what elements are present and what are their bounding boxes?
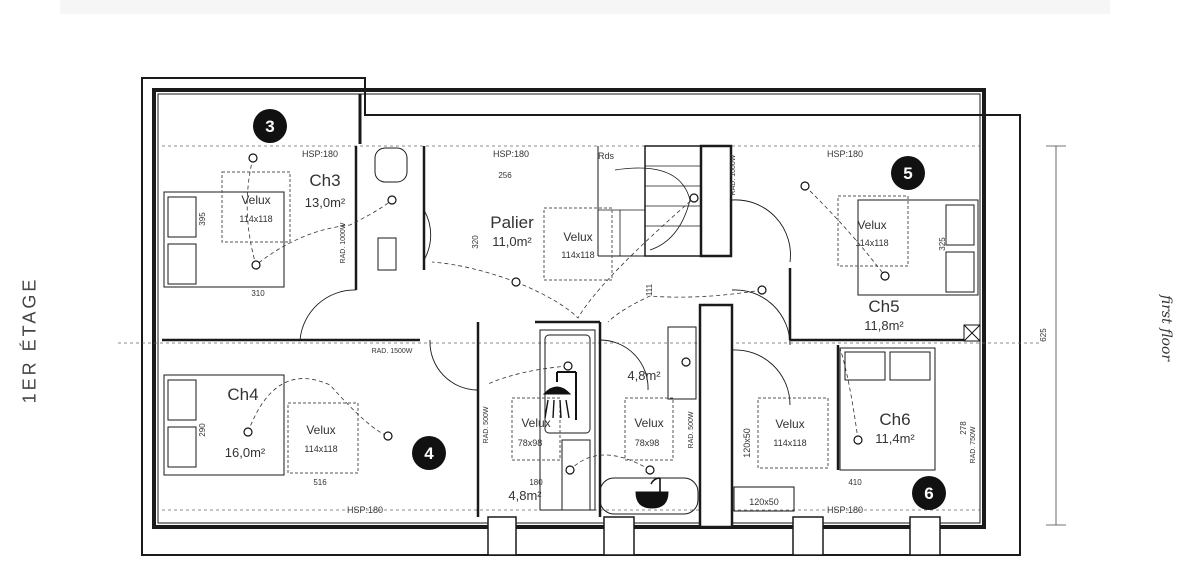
room-area-sdb-b: 4,8m² [508,488,542,503]
hsp-labels: HSP:180 HSP:180 HSP:180 HSP:180 HSP:180 [302,149,863,515]
room-name-ch6: Ch6 [879,410,910,429]
velux-size: 114x118 [239,214,272,224]
bottom-notches [487,516,941,556]
velux-label: Velux [241,193,270,207]
dimension-line-right [1046,145,1066,526]
shower-icon [542,371,577,420]
bathtub-icon [635,477,669,509]
svg-text:180: 180 [529,478,543,487]
velux-size: 78x98 [518,438,543,448]
room-area-palier: 11,0m² [492,234,532,249]
velux-label: Velux [563,230,592,244]
room-area-ch4: 16,0m² [225,445,266,460]
svg-text:290: 290 [198,423,207,437]
velux-label: Velux [306,423,335,437]
svg-text:HSP:180: HSP:180 [493,149,529,159]
dimension-labels: 256 320 310 395 111 325 290 516 180 410 … [198,171,1048,487]
svg-text:HSP:180: HSP:180 [302,149,338,159]
velux-size: 114x118 [773,438,806,448]
svg-text:310: 310 [251,289,265,298]
chimney-duct [698,303,734,529]
svg-text:4: 4 [424,444,434,463]
radiator-label: RAD. 750W [970,426,977,463]
velux-label: Velux [775,417,804,431]
svg-text:HSP:180: HSP:180 [347,505,383,515]
wiring [246,157,886,471]
marker-4: 4 [412,436,446,470]
floor-level-label: 1ER ÉTAGE [19,276,40,404]
beds [163,191,979,476]
storage-size-vertical: 120x50 [742,428,752,458]
svg-text:516: 516 [313,478,327,487]
velux-size: 114x118 [561,250,594,260]
radiator-label: RAD. 1000W [340,222,347,263]
interior-walls [162,146,980,517]
room-area-ch3: 13,0m² [305,195,346,210]
light-points [243,153,890,475]
svg-text:278: 278 [959,421,968,435]
svg-text:325: 325 [938,237,947,251]
top-strip [60,0,1110,14]
svg-text:256: 256 [498,171,512,180]
svg-text:HSP:180: HSP:180 [827,149,863,159]
svg-text:395: 395 [198,212,207,226]
door-swings [299,199,791,406]
svg-text:3: 3 [265,117,274,136]
svg-text:5: 5 [903,164,912,183]
radiator-label: RAD. 500W [483,406,490,443]
marker-5: 5 [891,156,925,190]
room-name-ch3: Ch3 [309,171,340,190]
room-area-ch6: 11,4m² [875,431,915,446]
velux-labels: Velux 114x118 Velux 114x118 Velux 114x11… [239,193,888,454]
storage-size: 120x50 [749,497,779,507]
svg-text:410: 410 [848,478,862,487]
svg-text:HSP:180: HSP:180 [827,505,863,515]
marker-3: 3 [253,109,287,143]
vent-box-x2 [963,324,981,342]
staircase [597,144,733,258]
room-name-palier: Palier [490,213,534,232]
velux-size: 78x98 [635,438,660,448]
velux-windows [221,171,909,474]
outer-walls [141,77,1021,556]
marker-6: 6 [912,476,946,510]
room-name-ch4: Ch4 [227,385,258,404]
rds-label: Rds [598,151,615,161]
room-name-ch5: Ch5 [868,297,899,316]
svg-text:625: 625 [1039,328,1048,342]
room-area-ch5: 11,8m² [864,318,904,333]
velux-size: 114x118 [855,238,888,248]
radiator-label: RAD. 1500W [372,348,413,355]
storage-box [733,486,795,512]
radiator-label: RAD. 1000W [730,154,737,195]
floor-english-label: first floor [1158,294,1174,362]
velux-label: Velux [634,416,663,430]
svg-text:111: 111 [645,283,654,296]
velux-label: Velux [521,416,550,430]
velux-label: Velux [857,218,886,232]
room-area-sdb-a: 4,8m² [627,368,661,383]
svg-text:320: 320 [471,235,480,249]
svg-text:6: 6 [924,484,933,503]
bath-fixtures [374,147,699,515]
velux-size: 114x118 [304,444,337,454]
radiator-label: RAD. 500W [688,411,695,448]
